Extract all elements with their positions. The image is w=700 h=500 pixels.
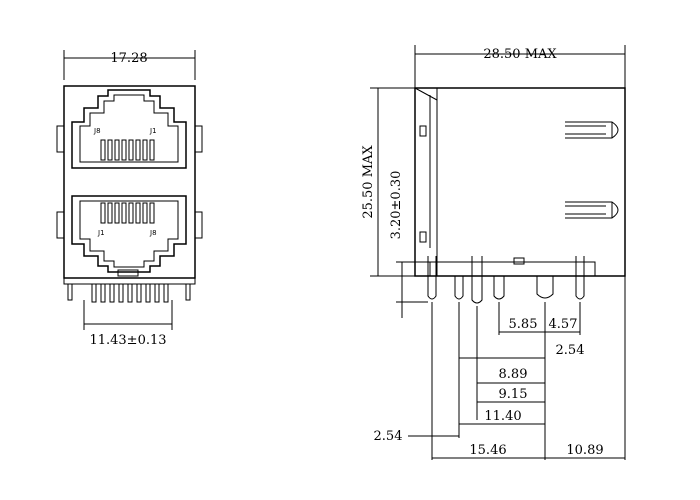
front-pin-8 [154, 283, 160, 303]
front-pin-1 [91, 283, 97, 303]
front-pin-7 [145, 283, 151, 303]
side-base-block [429, 261, 596, 277]
lower-contact-4 [121, 202, 127, 224]
upper-contact-1 [100, 139, 106, 161]
front-base [63, 277, 196, 285]
front-tab-lower-right [194, 211, 203, 239]
lower-contact-3 [114, 202, 120, 224]
front-tab-upper-left [56, 125, 65, 153]
front-pin-4 [118, 283, 124, 303]
led-pipe-lower-outer [565, 201, 619, 219]
front-pin-span-label: 11.43±0.13 [89, 333, 166, 348]
lower-pin-label-left: J1 [97, 229, 105, 237]
side-slot-lower [419, 231, 427, 243]
front-pin-2 [100, 283, 106, 303]
lower-contact-6 [135, 202, 141, 224]
upper-contact-5 [128, 139, 134, 161]
front-tab-lower-left [56, 211, 65, 239]
front-shield-pin-left [67, 283, 73, 301]
dim-457-label: 4.57 [549, 317, 578, 332]
side-pin-shield-right [575, 256, 585, 300]
side-height-label: 25.50 MAX [361, 145, 376, 219]
front-pin-9 [163, 283, 169, 303]
lower-contact-8 [149, 202, 155, 224]
front-pin-6 [136, 283, 142, 303]
dim-1089-label: 10.89 [566, 443, 603, 458]
lower-contacts [100, 202, 155, 224]
upper-pin-label-right: J1 [149, 127, 157, 135]
side-standoff [536, 276, 554, 299]
upper-jack-outline [71, 89, 187, 169]
side-pin-post [471, 256, 483, 304]
upper-jack-inner [79, 94, 179, 163]
front-width-label: 17.28 [110, 51, 147, 66]
side-small-tab [513, 257, 525, 265]
front-shield-pin-right [185, 283, 191, 301]
upper-pin-label-left: J8 [93, 127, 101, 135]
upper-contact-7 [142, 139, 148, 161]
upper-contact-3 [114, 139, 120, 161]
lower-contact-2 [107, 202, 113, 224]
dim-254b-label: 2.54 [374, 429, 403, 444]
lower-jack-inner [79, 200, 179, 268]
upper-contact-2 [107, 139, 113, 161]
side-offset-label: 3.20±0.30 [389, 171, 404, 240]
lower-contact-5 [128, 202, 134, 224]
upper-contact-8 [149, 139, 155, 161]
lower-latch-slot [117, 269, 139, 277]
side-slot-upper [419, 125, 427, 137]
side-pin-2 [493, 276, 505, 300]
side-view: 28.50 MAX 25.50 MAX [361, 45, 626, 460]
lower-pin-label-right: J8 [149, 229, 157, 237]
lower-contact-7 [142, 202, 148, 224]
upper-contact-6 [135, 139, 141, 161]
lower-jack-outline [71, 195, 187, 273]
upper-contacts [100, 139, 155, 161]
front-tab-upper-right [194, 125, 203, 153]
side-length-label: 28.50 MAX [483, 47, 557, 62]
side-body [414, 87, 626, 277]
side-pin-shield-left [427, 256, 437, 300]
dim-889-label: 8.89 [499, 367, 528, 382]
lower-contact-1 [100, 202, 106, 224]
front-view: 17.28 J8 J1 J1 J8 11.43±0.13 [56, 50, 203, 348]
front-pin-5 [127, 283, 133, 303]
side-pin-1 [454, 276, 464, 300]
upper-contact-4 [121, 139, 127, 161]
dim-254a-label: 2.54 [556, 343, 585, 358]
led-pipe-upper-outer [565, 121, 619, 139]
dim-585-label: 5.85 [509, 317, 538, 332]
front-pins [67, 283, 191, 303]
dim-915-label: 9.15 [499, 387, 528, 402]
front-pin-3 [109, 283, 115, 303]
dim-1546-label: 15.46 [469, 443, 506, 458]
dim-1140-label: 11.40 [484, 409, 521, 424]
side-bevel-top [414, 87, 438, 101]
